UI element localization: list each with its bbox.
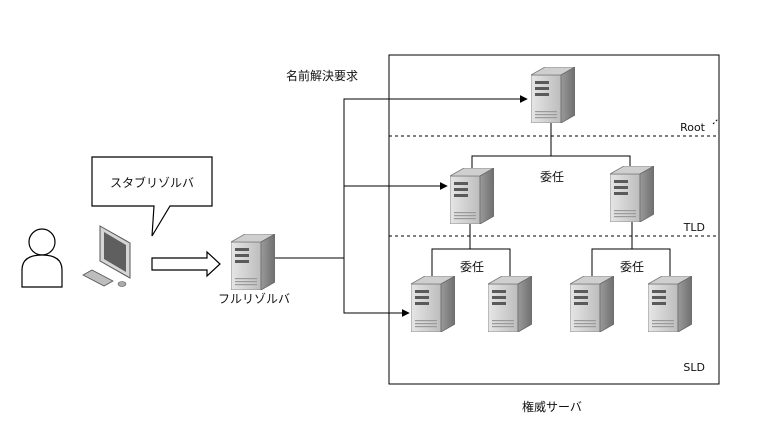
delegation-label: 委任 xyxy=(620,260,644,274)
sld-server-icon-4 xyxy=(648,276,692,332)
sld-server-icon-3 xyxy=(570,276,614,332)
delegation-label: 委任 xyxy=(460,260,484,274)
delegation-lines xyxy=(431,120,671,280)
full-resolver-label: フルリゾルバ xyxy=(218,292,290,306)
sld-server-icon-2 xyxy=(488,276,532,332)
tld-server-icon-2 xyxy=(610,166,654,222)
sld-tier-label: SLD xyxy=(683,361,705,374)
delegation-label: 委任 xyxy=(540,170,564,184)
corner-tick xyxy=(712,117,720,125)
authoritative-box xyxy=(388,54,720,385)
stub-resolver-label: スタブリゾルバ xyxy=(110,175,194,190)
tld-server-icon-1 xyxy=(450,168,494,224)
desktop-computer-icon xyxy=(82,225,131,287)
sld-server-icon-1 xyxy=(411,276,455,332)
authoritative-label: 権威サーバ xyxy=(522,399,582,414)
root-server-icon xyxy=(531,67,575,123)
resolution-arrows xyxy=(275,95,528,317)
full-resolver-server-icon xyxy=(231,234,275,290)
stub-resolver-callout xyxy=(91,156,213,237)
tld-tier-label: TLD xyxy=(683,221,705,234)
block-arrow xyxy=(151,250,221,278)
person-icon xyxy=(21,228,63,288)
request-label: 名前解決要求 xyxy=(286,68,358,83)
root-tier-label: Root xyxy=(680,121,706,134)
